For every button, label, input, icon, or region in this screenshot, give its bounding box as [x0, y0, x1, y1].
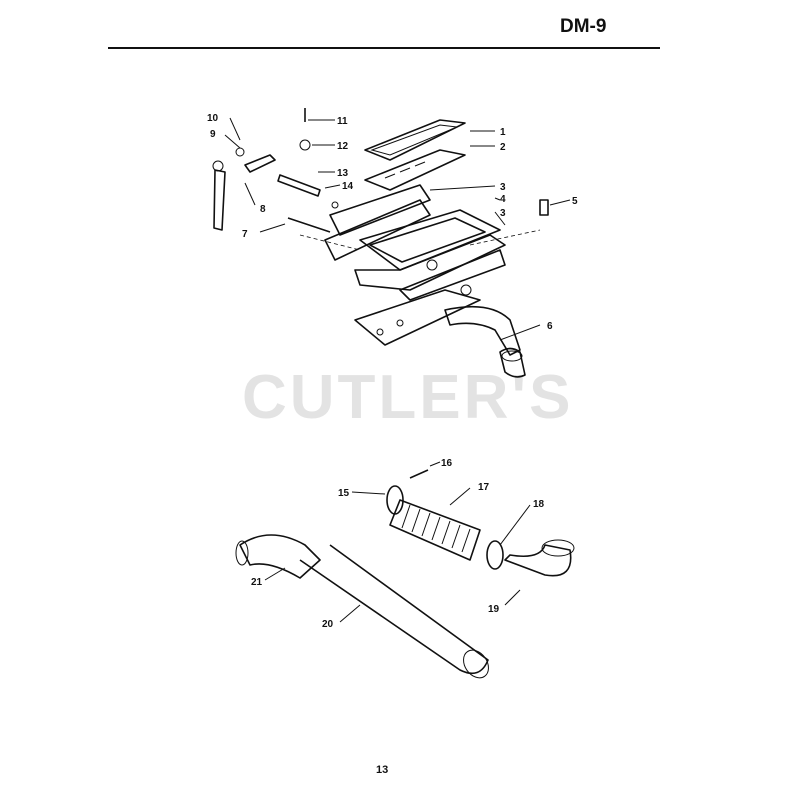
part-elbow-21: [235, 534, 321, 579]
part-base-plate: [354, 289, 481, 346]
callout-1: 1: [500, 127, 506, 138]
callout-3a: 3: [500, 182, 506, 193]
callout-16: 16: [441, 458, 453, 469]
callout-9: 9: [210, 129, 216, 140]
callout-5: 5: [572, 196, 578, 207]
part-linkage: [212, 108, 339, 233]
callout-13: 13: [337, 168, 349, 179]
callout-6: 6: [547, 321, 553, 332]
callout-7: 7: [242, 229, 248, 240]
callout-18: 18: [533, 499, 545, 510]
part-clamp-18: [486, 540, 504, 570]
callout-14: 14: [342, 181, 354, 192]
page-code: DM-9: [560, 16, 607, 37]
callout-12: 12: [337, 141, 349, 152]
callout-3b: 3: [500, 208, 506, 219]
callout-15: 15: [338, 488, 350, 499]
callout-21: 21: [251, 577, 263, 588]
callout-19: 19: [488, 604, 500, 615]
part-frame-3-4: [324, 184, 506, 301]
callout-2: 2: [500, 142, 506, 153]
part-seal-1: [364, 119, 466, 161]
callout-17: 17: [478, 482, 490, 493]
part-elbow-19: [504, 539, 575, 577]
part-clamp-15: [386, 485, 404, 515]
part-screw-5: [539, 199, 549, 216]
callout-8: 8: [260, 204, 266, 215]
part-bellows-17: [389, 499, 481, 561]
part-tube-20: [299, 544, 489, 679]
callout-4: 4: [500, 194, 506, 205]
callout-20: 20: [322, 619, 334, 630]
watermark: CUTLER'S: [242, 363, 574, 432]
part-duct-6: [444, 305, 526, 378]
callout-leaders-lower: [264, 461, 531, 623]
page-number: 13: [376, 764, 389, 776]
part-gasket-2: [364, 149, 466, 191]
header-rule: [108, 47, 660, 49]
part-screw-16: [409, 469, 429, 479]
callout-10: 10: [207, 113, 219, 124]
callout-leaders-upper: [224, 117, 571, 341]
callout-11: 11: [337, 116, 348, 127]
